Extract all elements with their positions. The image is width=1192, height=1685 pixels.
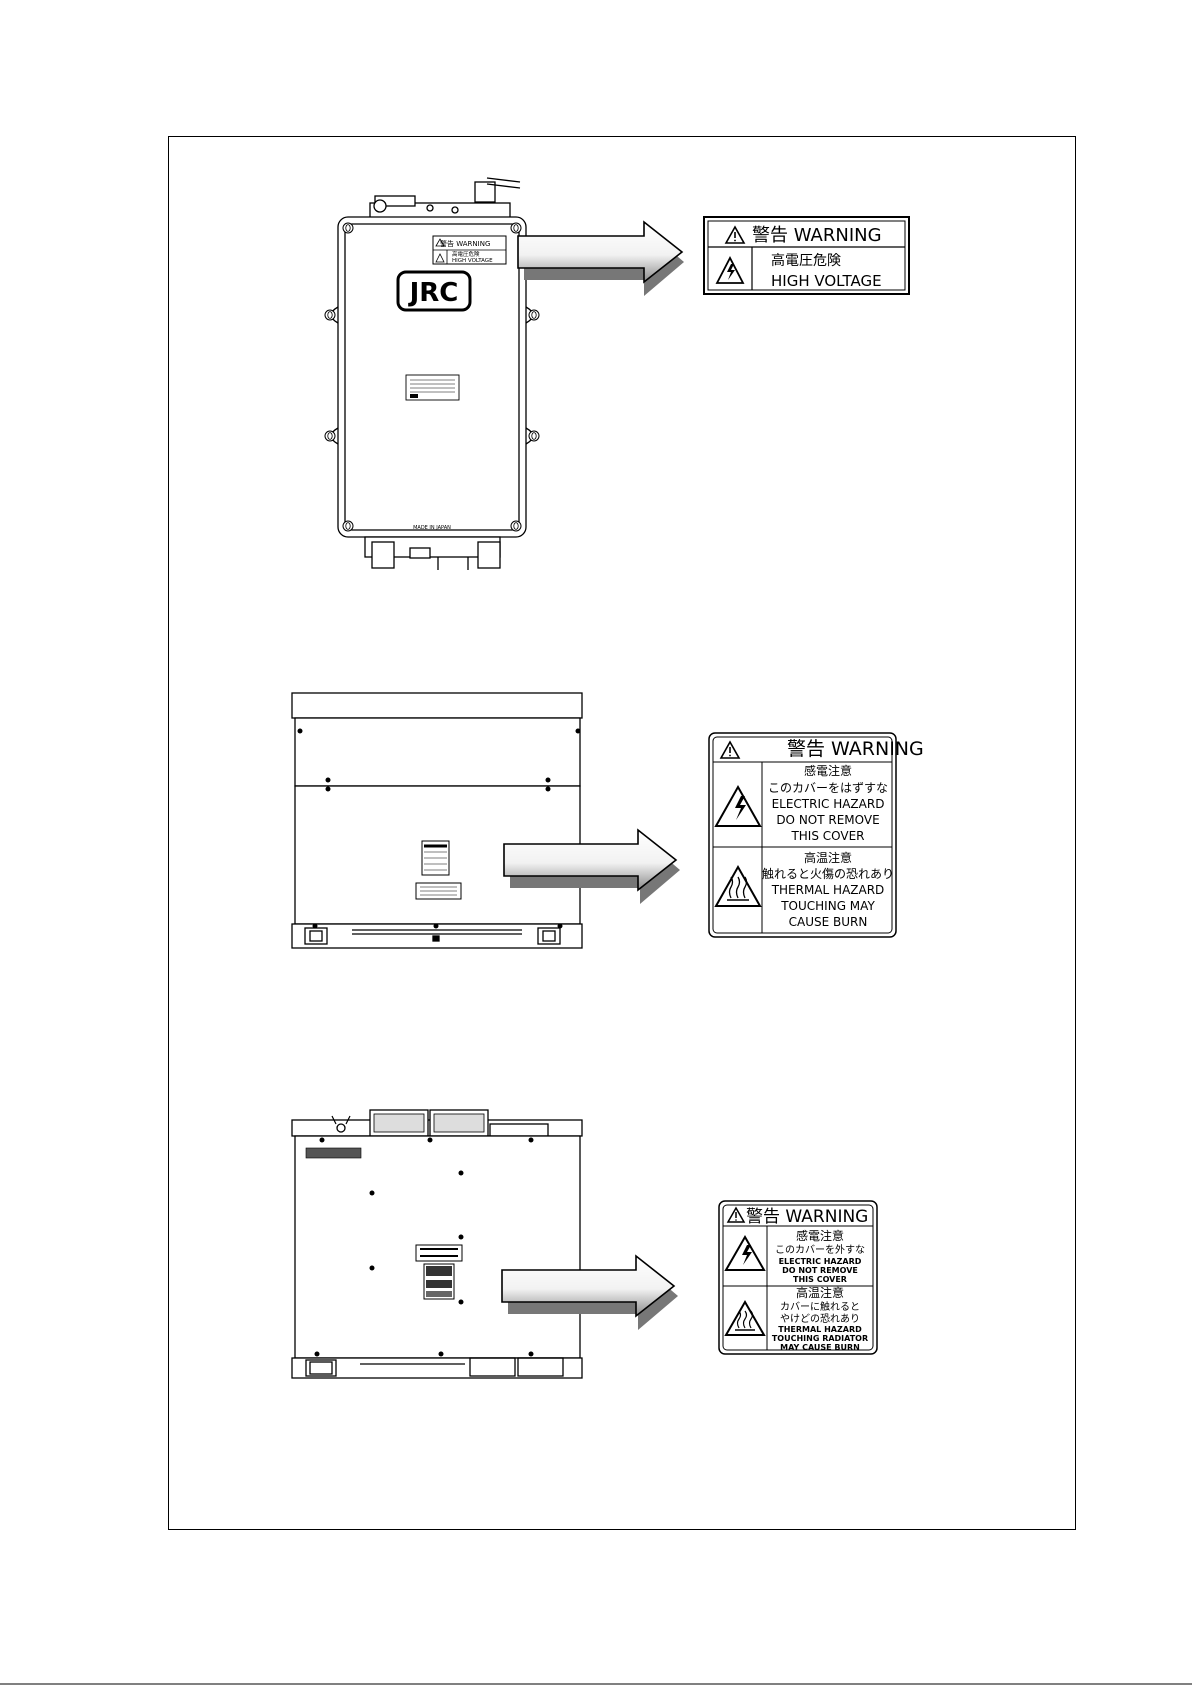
label3-electric-line: 感電注意: [796, 1228, 844, 1243]
arrow-icon: [517, 220, 684, 296]
device1-mini-label-header: 警告 WARNING: [440, 239, 490, 248]
device-transceiver-top: [291, 1109, 583, 1379]
label3-electric-line: ELECTRIC HAZARD: [779, 1257, 862, 1266]
label2-thermal-line: 触れると火傷の恐れあり: [762, 866, 894, 881]
label2-header: 警告 WARNING: [787, 738, 924, 760]
label3-electric-line: このカバーを外すな: [775, 1244, 865, 1256]
label2-thermal-line: THERMAL HAZARD: [771, 883, 885, 897]
drawing-frame: [168, 136, 1076, 1530]
device1-mini-label-icons: [435, 238, 445, 263]
label3-thermal-text: 高温注意 カバーに触れると やけどの恐れあり THERMAL HAZARD TO…: [772, 1285, 868, 1352]
label2-thermal-line: 高温注意: [804, 850, 852, 865]
label3-header: 警告 WARNING: [746, 1207, 868, 1227]
label3-thermal-line: カバーに触れると: [780, 1300, 860, 1313]
electric-hazard-icon: [714, 784, 762, 827]
warning-triangle-icon: [724, 225, 746, 244]
device2-screws: [297, 728, 581, 929]
thermal-hazard-icon: [724, 1299, 766, 1336]
warning-label-electric-thermal-radiator: [718, 1200, 878, 1355]
arrow-icon: [501, 1254, 678, 1330]
label3-electric-line: DO NOT REMOVE: [782, 1266, 858, 1275]
label3-electric-text: 感電注意 このカバーを外すな ELECTRIC HAZARD DO NOT RE…: [775, 1228, 865, 1284]
label2-thermal-text: 高温注意 触れると火傷の恐れあり THERMAL HAZARD TOUCHING…: [762, 850, 894, 929]
label3-thermal-line: MAY CAUSE BURN: [780, 1343, 860, 1352]
label2-electric-line: DO NOT REMOVE: [776, 813, 879, 827]
warning-label-high-voltage: [703, 216, 910, 295]
label3-thermal-line: やけどの恐れあり: [780, 1313, 860, 1325]
device1-logo: JRC: [408, 278, 459, 308]
label2-thermal-line: CAUSE BURN: [789, 915, 868, 929]
device1-made-in: MADE IN JAPAN: [413, 525, 451, 531]
warning-label-electric-thermal: [708, 732, 897, 938]
device3-screws: [314, 1137, 534, 1357]
label3-thermal-line: THERMAL HAZARD: [778, 1325, 862, 1334]
label2-electric-line: ELECTRIC HAZARD: [772, 797, 885, 811]
device1-mini-label-line1: 高電圧危険: [452, 250, 480, 258]
electric-hazard-icon: [715, 256, 745, 284]
label2-electric-line: 感電注意: [804, 763, 852, 778]
device1-mini-label-line2: HIGH VOLTAGE: [452, 258, 493, 264]
label2-thermal-line: TOUCHING MAY: [780, 899, 875, 913]
thermal-hazard-icon: [714, 864, 762, 907]
warning-triangle-icon: [719, 740, 741, 759]
label2-electric-text: 感電注意 このカバーをはずすな ELECTRIC HAZARD DO NOT R…: [768, 763, 888, 843]
label3-electric-line: THIS COVER: [793, 1275, 847, 1284]
label1-line2: HIGH VOLTAGE: [771, 272, 882, 290]
device-transceiver-side: [291, 692, 583, 949]
label2-electric-line: このカバーをはずすな: [768, 781, 888, 795]
electric-hazard-icon: [724, 1234, 766, 1271]
arrow-icon: [503, 828, 680, 904]
warning-triangle-icon: [726, 1206, 746, 1223]
label2-electric-line: THIS COVER: [790, 829, 864, 843]
label1-line1: 高電圧危険: [771, 252, 841, 269]
label3-thermal-line: 高温注意: [796, 1285, 844, 1300]
label1-header: 警告 WARNING: [752, 225, 882, 246]
label3-thermal-line: TOUCHING RADIATOR: [772, 1334, 868, 1343]
device-antenna-unit: [330, 177, 534, 570]
